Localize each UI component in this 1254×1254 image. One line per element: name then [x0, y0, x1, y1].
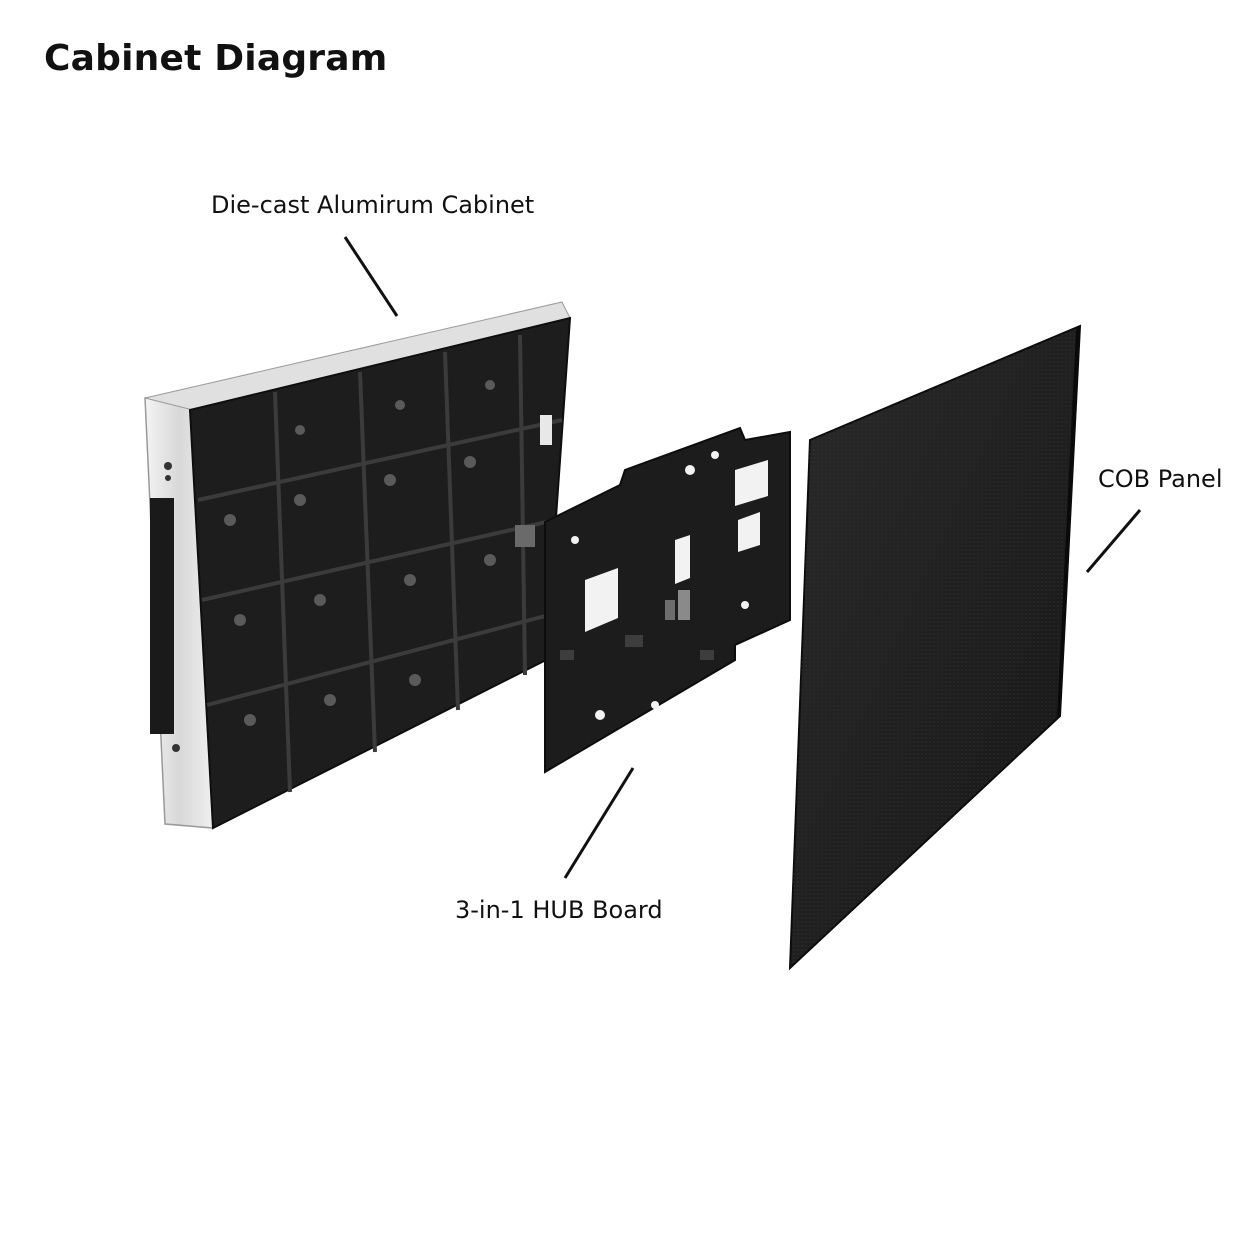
label-die-cast-cabinet: Die-cast Alumirum Cabinet: [211, 191, 535, 219]
label-hub-board: 3-in-1 HUB Board: [455, 896, 663, 924]
hub-board: [544, 426, 791, 774]
label-cob-panel: COB Panel: [1098, 465, 1223, 493]
die-cast-cabinet: [144, 301, 572, 830]
leader-line-cabinet: [343, 236, 399, 317]
leader-line-hub: [563, 767, 635, 879]
diagram-title: Cabinet Diagram: [44, 38, 388, 79]
cob-panel: [788, 324, 1082, 971]
leader-line-cob: [1085, 509, 1142, 573]
